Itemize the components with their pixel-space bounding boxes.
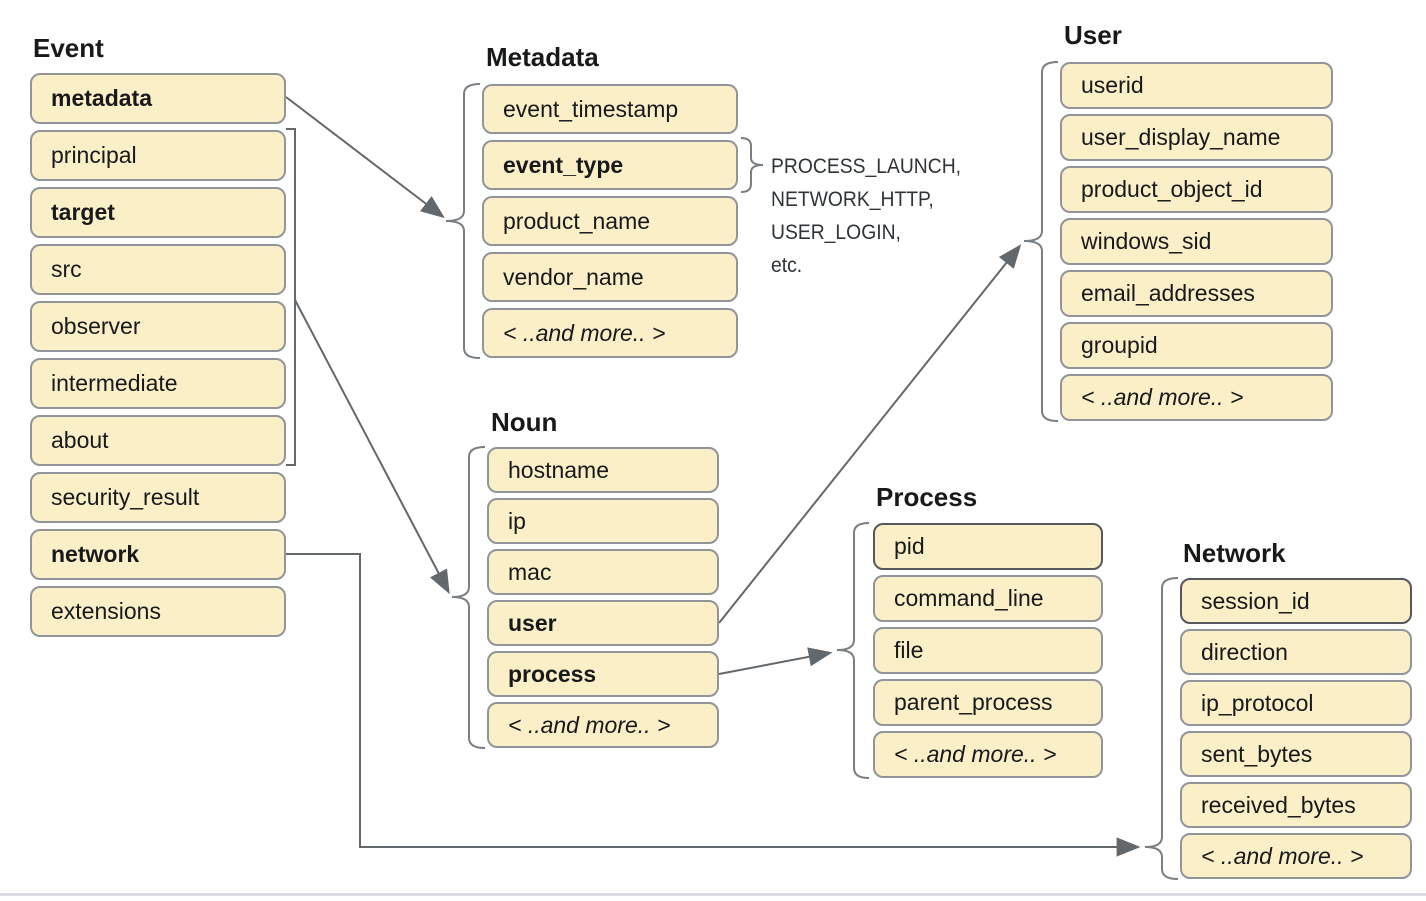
event-group-fields: metadata principal target src observer interm…	[30, 73, 286, 637]
field-event-type: event_type	[482, 140, 738, 190]
field-mac: mac	[487, 549, 719, 595]
field-groupid: groupid	[1060, 322, 1333, 369]
field-file: file	[873, 627, 1103, 674]
field-direction: direction	[1180, 629, 1412, 675]
user-group-brace	[1023, 61, 1059, 422]
field-user: user	[487, 600, 719, 646]
field-windows-sid: windows_sid	[1060, 218, 1333, 265]
field-process: process	[487, 651, 719, 697]
field-session-id: session_id	[1180, 578, 1412, 624]
event-type-examples-brace	[740, 137, 764, 193]
field-sent-bytes: sent_bytes	[1180, 731, 1412, 777]
edge-metadata-to-metadata-group	[285, 96, 445, 219]
field-user-display-name: user_display_name	[1060, 114, 1333, 161]
event-subfields-bracket	[286, 128, 296, 466]
field-and-more: < ..and more.. >	[1180, 833, 1412, 879]
event-type-example-line: NETWORK_HTTP,	[771, 188, 934, 211]
field-and-more: < ..and more.. >	[1060, 374, 1333, 421]
event-group-title: Event	[33, 33, 104, 63]
user-group-title: User	[1064, 20, 1122, 50]
event-type-example-line: USER_LOGIN,	[771, 221, 901, 244]
field-received-bytes: received_bytes	[1180, 782, 1412, 828]
field-network: network	[30, 529, 286, 580]
field-and-more: < ..and more.. >	[487, 702, 719, 748]
field-email-addresses: email_addresses	[1060, 270, 1333, 317]
field-src: src	[30, 244, 286, 295]
noun-group-title: Noun	[491, 407, 558, 437]
field-parent-process: parent_process	[873, 679, 1103, 726]
field-security-result: security_result	[30, 472, 286, 523]
page-bottom-divider	[0, 893, 1426, 896]
field-command-line: command_line	[873, 575, 1103, 622]
field-event-timestamp: event_timestamp	[482, 84, 738, 134]
field-pid: pid	[873, 523, 1103, 570]
field-userid: userid	[1060, 62, 1333, 109]
field-vendor-name: vendor_name	[482, 252, 738, 302]
process-group-brace	[836, 522, 870, 779]
event-type-example-line: etc.	[771, 254, 803, 277]
edge-process-to-process-group	[718, 647, 833, 675]
process-group-title: Process	[876, 482, 978, 512]
field-ip: ip	[487, 498, 719, 544]
network-group-fields: session_id direction ip_protocol sent_bytes…	[1180, 578, 1412, 879]
field-extensions: extensions	[30, 586, 286, 637]
field-metadata: metadata	[30, 73, 286, 124]
metadata-group-brace	[445, 83, 481, 359]
network-group-title: Network	[1183, 538, 1286, 568]
field-principal: principal	[30, 130, 286, 181]
field-observer: observer	[30, 301, 286, 352]
noun-group-fields: hostname ip mac user process < ..and more.. >	[487, 447, 719, 748]
field-intermediate: intermediate	[30, 358, 286, 409]
metadata-group-title: Metadata	[486, 42, 599, 72]
event-type-example-line: PROCESS_LAUNCH,	[771, 155, 962, 178]
field-and-more: < ..and more.. >	[482, 308, 738, 358]
field-product-object-id: product_object_id	[1060, 166, 1333, 213]
field-and-more: < ..and more.. >	[873, 731, 1103, 778]
field-hostname: hostname	[487, 447, 719, 493]
network-group-brace	[1144, 577, 1179, 880]
edge-event-nouns-to-noun-group	[294, 299, 450, 595]
field-target: target	[30, 187, 286, 238]
event-type-examples: PROCESS_LAUNCH, NETWORK_HTTP, USER_LOGIN…	[771, 150, 961, 282]
user-group-fields: userid user_display_name product_object_id…	[1060, 62, 1333, 421]
noun-group-brace	[451, 446, 486, 749]
field-product-name: product_name	[482, 196, 738, 246]
field-about: about	[30, 415, 286, 466]
field-ip-protocol: ip_protocol	[1180, 680, 1412, 726]
